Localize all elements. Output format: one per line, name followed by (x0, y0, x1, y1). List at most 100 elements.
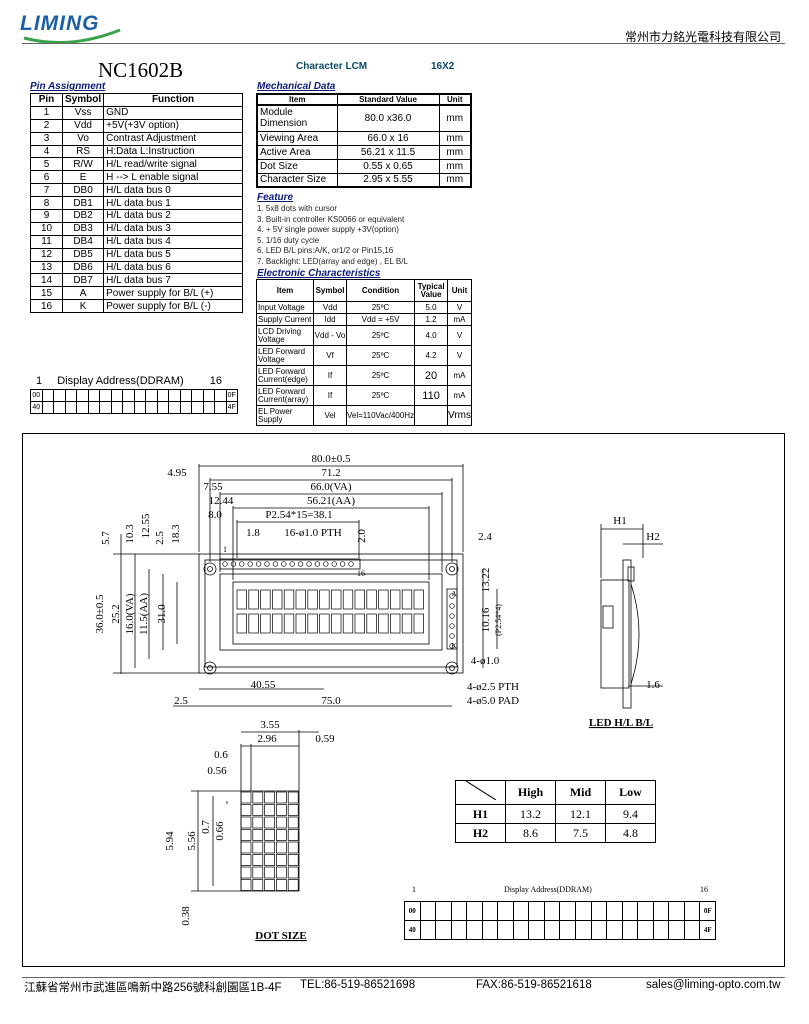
pin-number: 7 (30, 183, 63, 198)
dim-5-7: 5.7 (100, 531, 112, 545)
side-h2: H2 (646, 531, 659, 543)
char-cell (342, 589, 354, 610)
dim-4-hole: 4-ø1.0 (471, 655, 500, 667)
hl-cell: 9.4 (605, 804, 656, 824)
hl-cell: H2 (455, 823, 506, 843)
ddram-cell (466, 901, 483, 921)
dim-1-8: 1.8 (246, 527, 260, 539)
char-cell (354, 589, 365, 610)
dim-7-55: 7.55 (203, 481, 223, 493)
footer-email: sales@liming-opto.com.tw (646, 979, 781, 991)
ddram-cell (64, 401, 77, 414)
dot-0-59: 0.59 (315, 733, 335, 745)
pin-header-pin: Pin (30, 93, 63, 107)
dot-cell (287, 854, 299, 866)
mech-item: Dot Size (256, 158, 338, 174)
header-divider (22, 43, 785, 44)
pin-header-function: Function (103, 93, 243, 107)
mech-value: 2.95 x 5.55 (336, 172, 440, 188)
module-outline (198, 553, 464, 674)
pad-hole (449, 613, 455, 619)
elec-header-typical: Typical Value (414, 279, 449, 302)
mech-value: 66.0 x 16 (336, 130, 440, 146)
pin-symbol: DB5 (61, 247, 105, 262)
char-cell (272, 589, 283, 610)
ddram-cell (435, 920, 452, 940)
ddram-cell (683, 901, 701, 921)
dim-40-55: 40.55 (251, 679, 276, 691)
char-cell (260, 613, 271, 634)
dim-pad: 4-ø5.0 PAD (467, 695, 519, 707)
pin-function: H/L data bus 6 (103, 260, 243, 275)
ddram-cell (543, 920, 561, 940)
mech-unit: mm (438, 130, 472, 146)
dot-0-66: 0.66 (214, 821, 226, 841)
pin-number: 4 (30, 144, 63, 159)
ddram-cell (76, 389, 89, 402)
hl-cell: 4.8 (605, 823, 656, 843)
dim-8-0: 8.0 (208, 509, 222, 521)
hl-cell: 13.2 (505, 804, 556, 824)
dot-cell (240, 791, 252, 804)
ddram-cell (53, 389, 66, 402)
product-type: Character LCM (296, 61, 368, 72)
ddram-cell (528, 920, 545, 940)
mech-item: Character Size (256, 172, 338, 188)
pin-function: H/L data bus 0 (103, 183, 243, 198)
pin-symbol: DB0 (61, 183, 105, 198)
pin-number: 6 (30, 170, 63, 185)
dim-13-22: 13.22 (480, 568, 492, 593)
char-cell (236, 589, 247, 610)
side-h1: H1 (613, 515, 626, 527)
led-bl-label: LED H/L B/L (589, 717, 653, 729)
pin-hole (239, 561, 245, 567)
dot-5-94: 5.94 (164, 831, 176, 851)
dim-module-width: 80.0±0.5 (311, 453, 351, 465)
elec-item: LED Forward Current(edge) (255, 365, 315, 386)
pin-function: GND (103, 105, 243, 120)
dot-0-38: 0.38 (180, 906, 192, 926)
elec-unit: V (447, 301, 472, 314)
pad-k-label: K (451, 642, 456, 650)
company-name: 常州市力銘光電科技有限公司 (624, 30, 781, 44)
mech-unit: mm (438, 172, 472, 188)
pin-header-symbol: Symbol (61, 93, 105, 107)
dot-cell (264, 879, 275, 891)
pin-function: Contrast Adjustment (103, 131, 243, 146)
pin-function: H/L data bus 1 (103, 196, 243, 211)
dim-aa-height: 11.5(AA) (138, 593, 150, 635)
dot-0-56: 0.56 (207, 765, 227, 777)
pin-symbol: DB2 (61, 209, 105, 223)
ddram-cell (202, 401, 215, 414)
ddram-cell (543, 901, 561, 921)
dot-cell (264, 804, 275, 816)
footer-divider (22, 977, 785, 978)
ddram-cell (575, 901, 592, 921)
dim-4-95: 4.95 (167, 467, 187, 479)
ddram-cell-start: 00 (404, 901, 421, 921)
pin-symbol: DB4 (61, 234, 105, 249)
elec-condition: Vdd = +5V (345, 313, 416, 326)
elec-typical: 20 (414, 365, 449, 386)
dim-aa-width: 56.21(AA) (307, 495, 355, 507)
dot-cell (287, 816, 299, 829)
hl-header: High (505, 780, 556, 805)
dot-cell (252, 841, 264, 854)
pin-function: H/L read/write signal (103, 157, 243, 172)
ddram-cell (156, 401, 169, 414)
ddram2-label: Display Address(DDRAM) (504, 885, 592, 894)
dot-cell (276, 791, 287, 804)
pad-hole (449, 593, 455, 599)
char-cell (401, 589, 413, 610)
pin-number: 14 (30, 273, 63, 288)
elec-typical: 4.2 (414, 345, 449, 366)
dot-cell (276, 854, 287, 866)
dot-cell (264, 854, 275, 866)
